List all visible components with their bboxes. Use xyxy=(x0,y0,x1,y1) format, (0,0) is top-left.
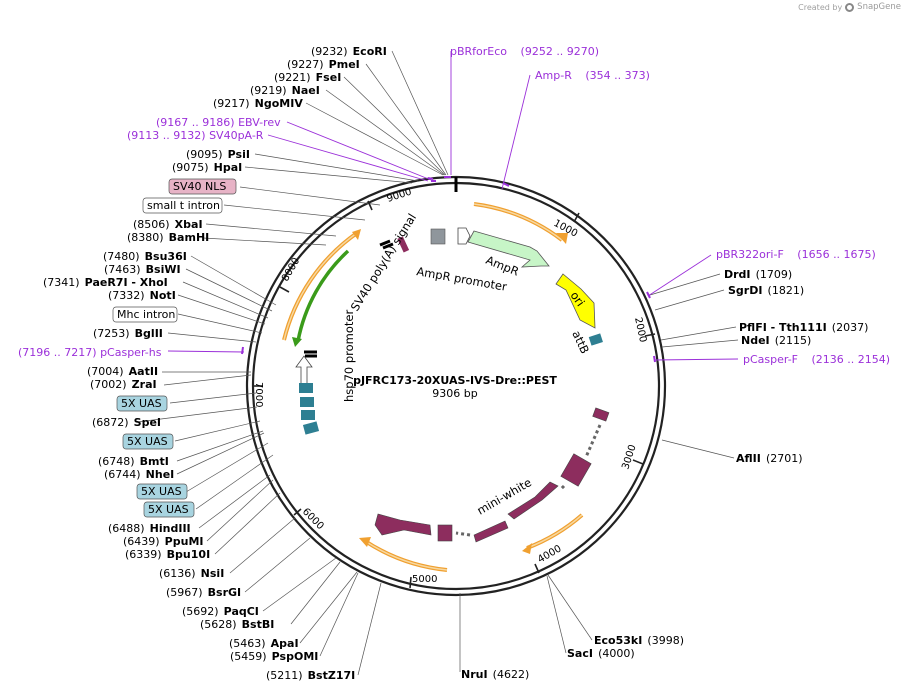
site-label: (5628) BstBI xyxy=(200,613,274,632)
site-label: (9227) PmeI xyxy=(287,53,360,72)
site-label: SacI (4000) xyxy=(567,642,635,661)
boxed-label: 5X UAS xyxy=(141,485,182,498)
hsp70-promoter-feature xyxy=(295,355,313,386)
mini-white-feature xyxy=(374,407,610,543)
grey-feature xyxy=(430,228,446,245)
primer-label: (9113 .. 9132) SV40pA-R xyxy=(127,129,264,142)
primer-label: pBR322ori-F (1656 .. 1675) xyxy=(716,248,876,261)
site-label: (7002) ZraI xyxy=(90,373,157,392)
credit: Created by SnapGene xyxy=(798,2,901,12)
site-label: (9232) EcoRI xyxy=(311,40,387,59)
orf-arrows-halo xyxy=(283,203,583,571)
site-label: (6136) NsiI xyxy=(159,562,224,581)
sites-left: (9232) EcoRI (9227) PmeI (9221) FseI (92… xyxy=(43,40,387,683)
ampr-feature xyxy=(467,230,550,268)
site-label: (6339) Bpu10I xyxy=(125,543,210,562)
green-orf-arrowhead xyxy=(292,337,302,347)
ampr-promoter-feature xyxy=(457,227,471,245)
feature-label-sv40-polya: SV40 poly(A) signal xyxy=(348,211,419,314)
hsp-marker xyxy=(304,350,317,358)
snapgene-logo-icon xyxy=(845,2,855,12)
primer-label: (7196 .. 7217) pCasper-hs xyxy=(18,346,162,359)
uas-boxes xyxy=(299,383,320,435)
tick-label: 2000 xyxy=(632,316,648,343)
tick-label: 4000 xyxy=(536,543,564,565)
attb-feature xyxy=(588,333,603,346)
site-label: SgrDI (1821) xyxy=(728,279,804,298)
site-label: (5463) ApaI xyxy=(229,632,299,651)
mini-white-introns xyxy=(455,424,602,537)
primer-label: pCasper-F (2136 .. 2154) xyxy=(743,353,890,366)
site-label: (7480) Bsu36I xyxy=(103,245,187,264)
ori-feature xyxy=(555,273,596,329)
site-label: AflII (2701) xyxy=(736,447,803,466)
plasmid-size: 9306 bp xyxy=(432,387,477,400)
site-label: (8506) XbaI xyxy=(133,213,203,232)
site-label: (6439) PpuMI xyxy=(123,530,203,549)
site-label: (9095) PsiI xyxy=(186,143,250,162)
feature-label-ampr: AmpR xyxy=(484,253,521,279)
sv40-polya-feature xyxy=(397,236,410,253)
site-label: (5967) BsrGI xyxy=(166,581,241,600)
site-label: (5692) PaqCI xyxy=(182,600,259,619)
tick-label: 5000 xyxy=(412,574,437,585)
site-label: (7463) BsiWI xyxy=(104,258,181,277)
primer-label: pBRforEco (9252 .. 9270) xyxy=(450,45,599,58)
site-label: (5211) BstZ17I xyxy=(266,664,355,683)
site-label: (7341) PaeR7I - XhoI xyxy=(43,271,168,290)
site-label: (6744) NheI xyxy=(104,463,174,482)
site-label: (6872) SpeI xyxy=(92,411,161,430)
site-label: NdeI (2115) xyxy=(741,329,811,348)
primer-label: (9167 .. 9186) EBV-rev xyxy=(156,116,281,129)
boxed-label: Mhc intron xyxy=(117,308,175,321)
primer-label: Amp-R (354 .. 373) xyxy=(535,69,650,82)
sites-right: DrdI (1709) SgrDI (1821) PflFI - Tth111I… xyxy=(461,263,868,682)
site-label: (6748) BmtI xyxy=(98,450,169,469)
primer-labels: pBRforEco (9252 .. 9270) Amp-R (354 .. 3… xyxy=(18,45,890,366)
tick-label: 9000 xyxy=(386,187,414,205)
tick-label: 7000 xyxy=(253,382,264,407)
site-label: (7253) BglII xyxy=(93,322,163,341)
credit-prefix: Created by xyxy=(798,2,843,12)
site-label: (7004) AatII xyxy=(87,360,158,379)
feature-label-attb: attB xyxy=(569,328,592,356)
leader-lines-right xyxy=(459,273,739,672)
boxed-label: 5X UAS xyxy=(148,503,189,516)
boxed-label: SV40 NLS xyxy=(173,180,226,193)
boxed-label: 5X UAS xyxy=(121,397,162,410)
site-label: (9075) HpaI xyxy=(172,156,242,175)
site-label: (5459) PspOMI xyxy=(230,645,318,664)
leader-lines xyxy=(136,50,449,676)
site-label: (9221) FseI xyxy=(274,66,341,85)
plasmid-name: pJFRC173-20XUAS-IVS-Dre::PEST xyxy=(353,374,557,387)
polya-marker xyxy=(379,239,394,250)
boxed-label: small t intron xyxy=(147,199,220,212)
credit-brand: SnapGene xyxy=(857,2,901,12)
site-label: DrdI (1709) xyxy=(724,263,792,282)
site-label: PflFI - Tth111I (2037) xyxy=(739,316,868,335)
tick-label: 3000 xyxy=(620,443,638,471)
site-label: (8380) BamHI xyxy=(127,226,209,245)
green-orf-arc xyxy=(296,249,350,342)
site-label: (7332) NotI xyxy=(108,284,176,303)
feature-label-hsp70: hsp70 promoter xyxy=(342,309,356,402)
boxed-label: 5X UAS xyxy=(127,435,168,448)
site-label: NruI (4622) xyxy=(461,663,529,682)
site-label: Eco53kI (3998) xyxy=(594,629,684,648)
site-label: (9219) NaeI xyxy=(250,79,320,98)
primer-marks xyxy=(241,176,656,363)
boxed-features: SV40 NLS small t intron Mhc intron 5X UA… xyxy=(112,178,237,518)
site-label: (9217) NgoMIV xyxy=(213,92,303,111)
tick-marks xyxy=(254,176,656,589)
orf-arrowheads xyxy=(352,229,568,554)
primer-leader-lines xyxy=(167,51,739,361)
site-label: (6488) HindIII xyxy=(108,517,191,536)
